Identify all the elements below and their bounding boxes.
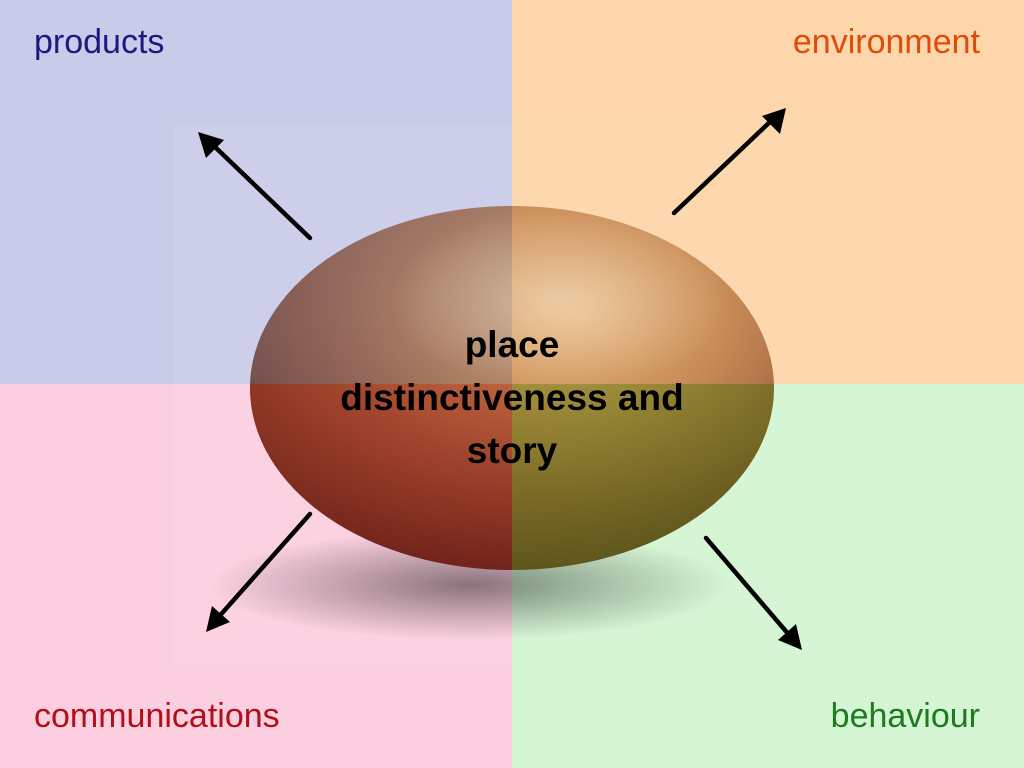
center-caption: place distinctiveness and story bbox=[262, 318, 762, 477]
arrow-up-right-icon bbox=[671, 108, 786, 216]
label-environment: environment bbox=[792, 23, 980, 61]
center-line-2: distinctiveness and bbox=[340, 377, 684, 418]
label-communications: communications bbox=[34, 697, 280, 735]
arrow-up-left-icon bbox=[198, 132, 313, 241]
center-line-1: place bbox=[464, 324, 560, 365]
label-products: products bbox=[34, 23, 165, 61]
arrow-down-left-icon bbox=[206, 511, 313, 632]
arrow-down-right-icon bbox=[703, 535, 802, 650]
center-line-3: story bbox=[466, 430, 558, 471]
label-behaviour: behaviour bbox=[830, 697, 980, 735]
